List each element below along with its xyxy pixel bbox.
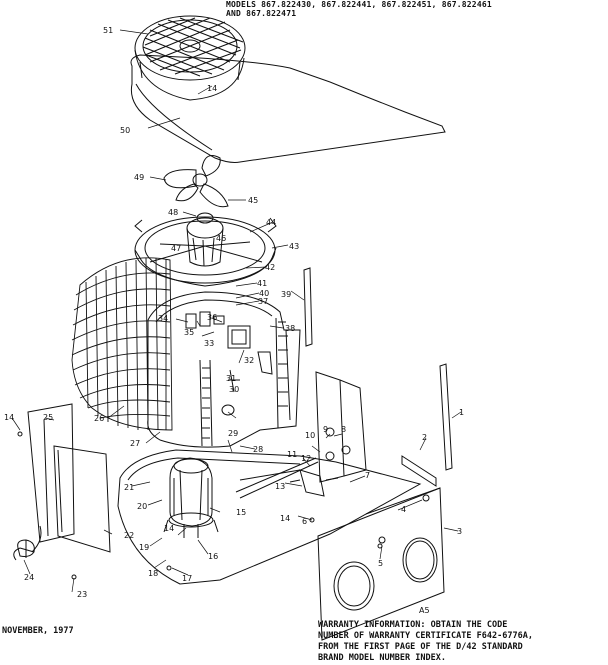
top-cover: [130, 54, 446, 163]
callout-5: 5: [378, 559, 383, 568]
callout-31: 31: [226, 374, 236, 383]
models-line-2: AND 867.822471: [226, 9, 297, 18]
callout-18: 18: [148, 569, 158, 578]
callout-29: 29: [228, 429, 238, 438]
callout-6: 6: [302, 517, 307, 526]
warranty-line-2: NUMBER OF WARRANTY CERTIFICATE F642-6776…: [318, 631, 533, 641]
callout-3: 3: [457, 527, 462, 536]
orifice-panel: [134, 212, 277, 287]
callout-a5: A5: [419, 606, 430, 615]
callout-44: 44: [266, 218, 276, 227]
leader-lines: [11, 29, 462, 593]
callout-13: 13: [275, 482, 285, 491]
callout-37: 37: [258, 297, 268, 306]
callout-14-compressor: 14: [164, 524, 174, 533]
front-access-panel: [317, 487, 445, 641]
callout-12: 12: [301, 454, 311, 463]
callout-14-left: 14: [4, 413, 14, 422]
callout-28: 28: [253, 445, 263, 454]
callout-39: 39: [281, 290, 291, 299]
callout-27: 27: [130, 439, 140, 448]
callout-4: 4: [401, 505, 406, 514]
callout-50: 50: [120, 126, 130, 135]
callout-24: 24: [24, 573, 34, 582]
callout-33: 33: [204, 339, 214, 348]
callout-30: 30: [229, 385, 239, 394]
callout-9: 9: [323, 425, 328, 434]
control-components: [185, 311, 273, 416]
callout-14-valve: 14: [280, 514, 290, 523]
callout-17: 17: [182, 574, 192, 583]
callout-41: 41: [257, 279, 267, 288]
right-side-panel: [401, 363, 453, 487]
callout-45: 45: [248, 196, 258, 205]
callout-21: 21: [124, 483, 134, 492]
fasteners: [17, 431, 383, 580]
warranty-line-1: WARRANTY INFORMATION: OBTAIN THE CODE: [318, 620, 508, 630]
callout-47: 47: [171, 244, 181, 253]
models-line-1: MODELS 867.822430, 867.822441, 867.82245…: [226, 0, 492, 9]
callout-34: 34: [158, 314, 168, 323]
callout-42: 42: [265, 263, 275, 272]
footer-date: NOVEMBER, 1977: [2, 626, 74, 636]
wire-guard: [71, 257, 173, 431]
callout-23: 23: [77, 590, 87, 599]
warranty-line-4: BRAND MODEL NUMBER INDEX.: [318, 653, 446, 663]
compressor: [163, 457, 219, 538]
fan-blade: [163, 155, 229, 208]
callout-8: 8: [341, 425, 346, 434]
corner-post: [303, 267, 313, 347]
callout-38: 38: [285, 324, 295, 333]
callout-32: 32: [244, 356, 254, 365]
left-side-panel: [27, 403, 111, 553]
callout-16: 16: [208, 552, 218, 561]
line-valves: [239, 469, 339, 497]
callout-11: 11: [287, 450, 297, 459]
service-panel: [315, 371, 367, 483]
callout-40: 40: [259, 289, 269, 298]
callout-26: 26: [94, 414, 104, 423]
callout-14-fan-guard: 14: [207, 84, 217, 93]
callout-1: 1: [459, 408, 464, 417]
callout-35: 35: [184, 328, 194, 337]
callout-22: 22: [124, 531, 134, 540]
condenser-coil: [147, 291, 301, 448]
callout-7: 7: [365, 471, 370, 480]
callout-20: 20: [137, 502, 147, 511]
callout-51: 51: [103, 26, 113, 35]
warranty-line-3: FROM THE FIRST PAGE OF THE D/42 STANDARD: [318, 642, 523, 652]
callout-10: 10: [305, 431, 315, 440]
fan-guard: [134, 15, 246, 101]
callout-48: 48: [168, 208, 178, 217]
callout-43: 43: [289, 242, 299, 251]
callout-25: 25: [43, 413, 53, 422]
callout-labels: 51 14 50 49 48 45 44 46 47 43 42 41 40 3…: [4, 26, 464, 615]
capacitor: [13, 525, 42, 561]
callout-19: 19: [139, 543, 149, 552]
callout-2: 2: [422, 433, 427, 442]
base-pan: [117, 449, 422, 585]
callout-36: 36: [207, 313, 217, 322]
callout-49: 49: [134, 173, 144, 182]
callout-15: 15: [236, 508, 246, 517]
callout-46: 46: [216, 234, 226, 243]
